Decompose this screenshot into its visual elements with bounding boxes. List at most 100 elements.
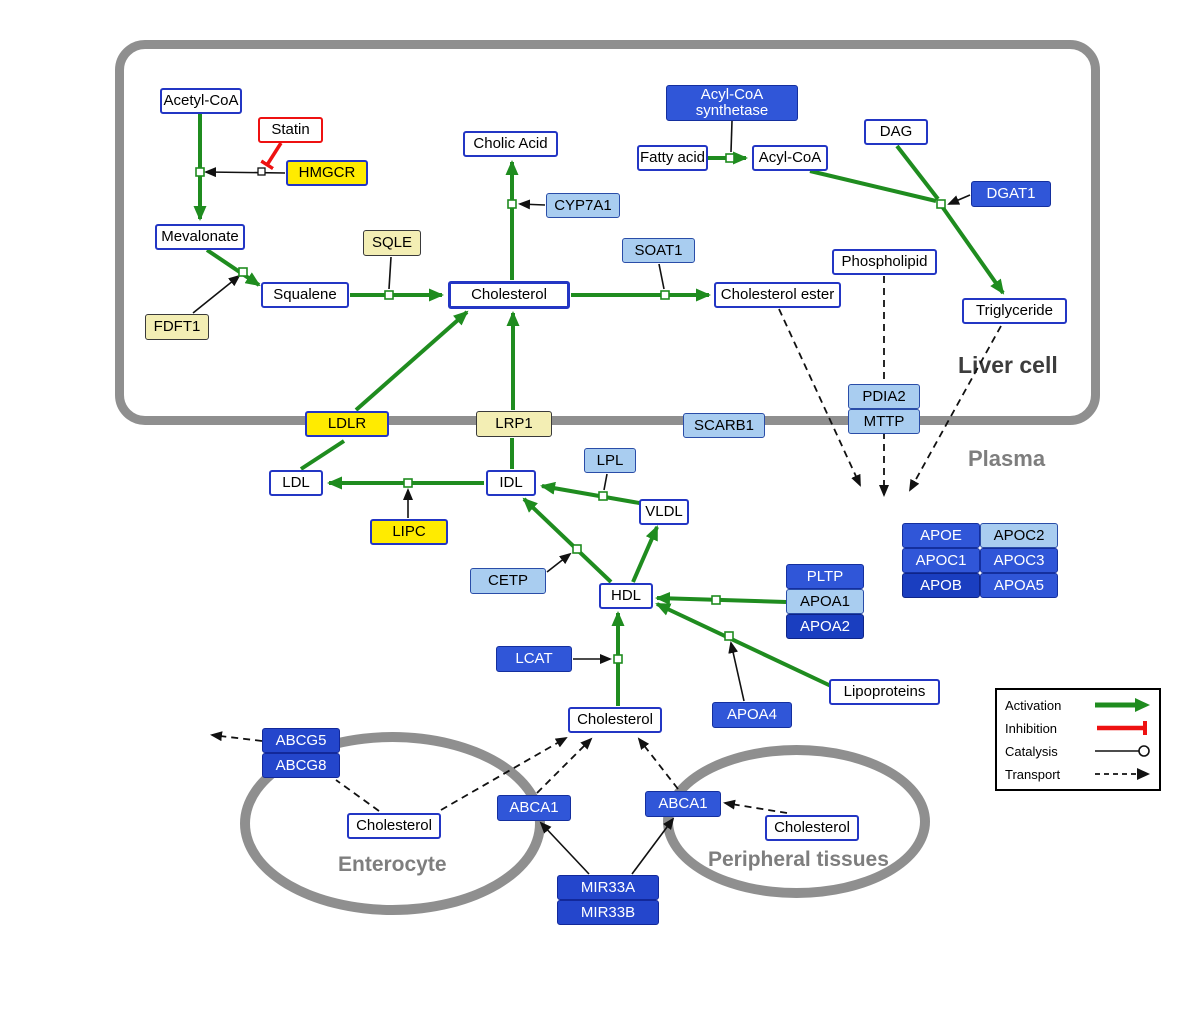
edge-ldlr-cholesterol <box>354 310 469 412</box>
transport-dashed-arrow-icon <box>1095 768 1150 780</box>
junction-acylcoasynthetase <box>725 153 735 163</box>
node-lrp1[interactable]: LRP1 <box>476 411 552 437</box>
node-fatty-acid[interactable]: Fatty acid <box>637 145 708 171</box>
node-idl[interactable]: IDL <box>486 470 536 496</box>
node-statin[interactable]: Statin <box>258 117 323 143</box>
node-lpl[interactable]: LPL <box>584 448 636 473</box>
node-mttp[interactable]: MTTP <box>848 409 920 434</box>
node-apoa4[interactable]: APOA4 <box>712 702 792 728</box>
node-apoa1[interactable]: APOA1 <box>786 589 864 614</box>
node-cholesterol-peripheral[interactable]: Cholesterol <box>765 815 859 841</box>
activation-arrow-icon <box>1095 698 1150 712</box>
edge-lipoproteins-hdl <box>655 602 832 688</box>
edge-mevalonate-squalene <box>205 248 261 287</box>
node-mevalonate[interactable]: Mevalonate <box>155 224 245 250</box>
edge-apoastack-hdl <box>655 591 787 605</box>
edge-cholesterolester-transport <box>778 308 861 487</box>
edge-apoa4-catalysis <box>728 641 745 702</box>
node-ldlr[interactable]: LDLR <box>305 411 389 437</box>
junction-fdft1 <box>238 267 248 277</box>
node-pdia2[interactable]: PDIA2 <box>848 384 920 409</box>
edge-dag-dgatnode <box>895 144 940 201</box>
edge-mir33-abca1-left <box>539 821 590 875</box>
node-dag[interactable]: DAG <box>864 119 928 145</box>
node-dgat1[interactable]: DGAT1 <box>971 181 1051 207</box>
node-cetp[interactable]: CETP <box>470 568 546 594</box>
edge-abca1right-cholesterol <box>637 737 679 790</box>
node-triglyceride[interactable]: Triglyceride <box>962 298 1067 324</box>
node-apoa2[interactable]: APOA2 <box>786 614 864 639</box>
edge-abca1left-cholesterol <box>536 737 593 794</box>
node-abca1-center[interactable]: ABCA1 <box>497 795 571 821</box>
node-apoc2[interactable]: APOC2 <box>980 523 1058 548</box>
inhibition-tbar-icon <box>1097 721 1147 735</box>
node-cholic-acid[interactable]: Cholic Acid <box>463 131 558 157</box>
node-abca1-right[interactable]: ABCA1 <box>645 791 721 817</box>
edge-fdft1-catalysis <box>192 274 241 314</box>
junction-statin-anchor <box>257 167 266 176</box>
node-lipc[interactable]: LIPC <box>370 519 448 545</box>
edge-hdl-vldl <box>631 525 659 583</box>
edge-dgatnode-triglyceride <box>939 203 1005 295</box>
liver-cell-membrane <box>115 40 1100 425</box>
node-vldl[interactable]: VLDL <box>639 499 689 525</box>
node-hdl[interactable]: HDL <box>599 583 653 609</box>
node-mir33a[interactable]: MIR33A <box>557 875 659 900</box>
edge-acylcoa-dgatnode <box>809 169 937 203</box>
node-fdft1[interactable]: FDFT1 <box>145 314 209 340</box>
node-abcg8[interactable]: ABCG8 <box>262 753 340 778</box>
node-squalene[interactable]: Squalene <box>261 282 349 308</box>
legend-row-transport: Transport <box>1005 766 1151 782</box>
edge-hmgcr-catalysis <box>204 167 286 178</box>
junction-sqle <box>384 290 394 300</box>
edge-enterocyte-cholesterol-transport <box>440 737 568 811</box>
legend-inhibition-label: Inhibition <box>1005 720 1058 736</box>
node-ldl[interactable]: LDL <box>269 470 323 496</box>
legend: Activation Inhibition Catalysis Transpor… <box>995 688 1161 791</box>
node-apob[interactable]: APOB <box>902 573 980 598</box>
junction-dgat1 <box>936 199 946 209</box>
node-soat1[interactable]: SOAT1 <box>622 238 695 263</box>
junction-cetp <box>572 544 582 554</box>
node-apoa5[interactable]: APOA5 <box>980 573 1058 598</box>
node-acyl-coa[interactable]: Acyl-CoA <box>752 145 828 171</box>
node-cholesterol-ester[interactable]: Cholesterol ester <box>714 282 841 308</box>
edge-cyp7a1-catalysis <box>518 199 546 210</box>
node-cholesterol-enterocyte[interactable]: Cholesterol <box>347 813 441 839</box>
node-acetyl-coa[interactable]: Acetyl-CoA <box>160 88 242 114</box>
node-sqle[interactable]: SQLE <box>363 230 421 256</box>
node-cholesterol-liver[interactable]: Cholesterol <box>448 281 570 309</box>
junction-apoa <box>711 595 721 605</box>
node-lcat[interactable]: LCAT <box>496 646 572 672</box>
plasma-label: Plasma <box>968 446 1046 471</box>
edge-triglyceride-transport <box>909 325 1002 492</box>
node-cholesterol-plasma[interactable]: Cholesterol <box>568 707 662 733</box>
node-pltp[interactable]: PLTP <box>786 564 864 589</box>
node-abcg5[interactable]: ABCG5 <box>262 728 340 753</box>
legend-catalysis-label: Catalysis <box>1005 743 1058 759</box>
node-hmgcr[interactable]: HMGCR <box>286 160 368 186</box>
edge-soat1-catalysis <box>658 263 665 290</box>
junction-lipc <box>403 478 413 488</box>
legend-transport-label: Transport <box>1005 766 1061 782</box>
edge-hdl-idl <box>522 497 613 584</box>
node-lipoproteins[interactable]: Lipoproteins <box>829 679 940 705</box>
legend-row-catalysis: Catalysis <box>1005 743 1151 759</box>
catalysis-circle-icon <box>1095 745 1150 757</box>
node-cyp7a1[interactable]: CYP7A1 <box>546 193 620 218</box>
node-apoc1[interactable]: APOC1 <box>902 548 980 573</box>
junction-soat1 <box>660 290 670 300</box>
legend-activation-label: Activation <box>1005 697 1062 713</box>
node-mir33b[interactable]: MIR33B <box>557 900 659 925</box>
edge-ldl-ldlr <box>299 439 346 471</box>
edge-lpl-catalysis <box>603 473 608 491</box>
node-acyl-coa-synthetase[interactable]: Acyl-CoA synthetase <box>666 85 798 121</box>
node-scarb1[interactable]: SCARB1 <box>683 413 765 438</box>
node-phospholipid[interactable]: Phospholipid <box>832 249 937 275</box>
legend-row-inhibition: Inhibition <box>1005 720 1151 736</box>
edge-cetp-catalysis <box>546 552 572 573</box>
node-apoe[interactable]: APOE <box>902 523 980 548</box>
node-apoc3[interactable]: APOC3 <box>980 548 1058 573</box>
